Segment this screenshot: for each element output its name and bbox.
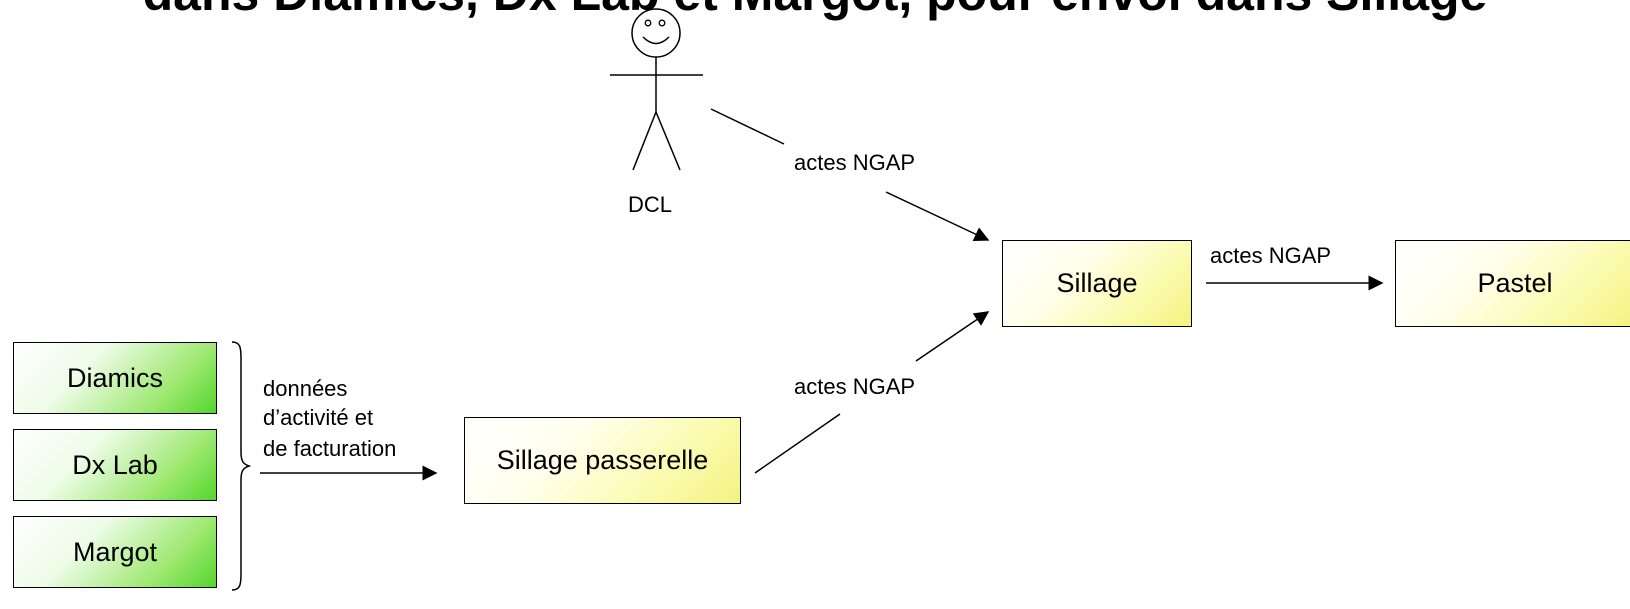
node-label-sillage: Sillage: [1056, 268, 1138, 298]
line-passerelle-to-sillage-a: [754, 413, 841, 474]
arrow-passerelle-to-sillage: [915, 311, 990, 362]
sources-brace: [231, 341, 252, 591]
source-label-diamics: Diamics: [66, 362, 163, 393]
page-title: dans Diamics, Dx Lab et Margot, pour env…: [0, 0, 1630, 24]
edge-label-dcl-to-sillage: actes NGAP: [794, 150, 916, 175]
node-sillage-passerelle: Sillage passerelle: [464, 417, 741, 504]
actor-smile: [642, 36, 670, 45]
source-box-margot: Margot: [13, 516, 217, 588]
actor-head: [631, 8, 681, 58]
actor-label: DCL: [628, 192, 673, 217]
edge-label-sources-line-3: de facturation: [263, 436, 397, 461]
node-pastel: Pastel: [1395, 240, 1630, 327]
source-label-dxlab: Dx Lab: [72, 449, 158, 480]
edge-label-sources-line-2: d’activité et: [263, 405, 374, 430]
line-dcl-to-sillage-a: [710, 108, 785, 145]
node-label-pastel: Pastel: [1477, 268, 1553, 298]
actor-leg-right: [655, 111, 681, 171]
source-box-diamics: Diamics: [13, 342, 217, 414]
edge-label-sillage-to-pastel: actes NGAP: [1210, 243, 1332, 268]
actor-leg-left: [632, 111, 657, 171]
node-sillage: Sillage: [1002, 240, 1192, 327]
actor-eye-left: [644, 19, 652, 27]
actor-eye-right: [658, 19, 666, 27]
node-label-sillage-passerelle: Sillage passerelle: [496, 445, 709, 475]
edge-label-sources-line-1: données: [263, 376, 348, 401]
arrow-dcl-to-sillage: [885, 191, 990, 242]
edge-label-passerelle-to-sillage: actes NGAP: [794, 374, 916, 399]
source-box-dxlab: Dx Lab: [13, 429, 217, 501]
source-label-margot: Margot: [72, 536, 158, 567]
